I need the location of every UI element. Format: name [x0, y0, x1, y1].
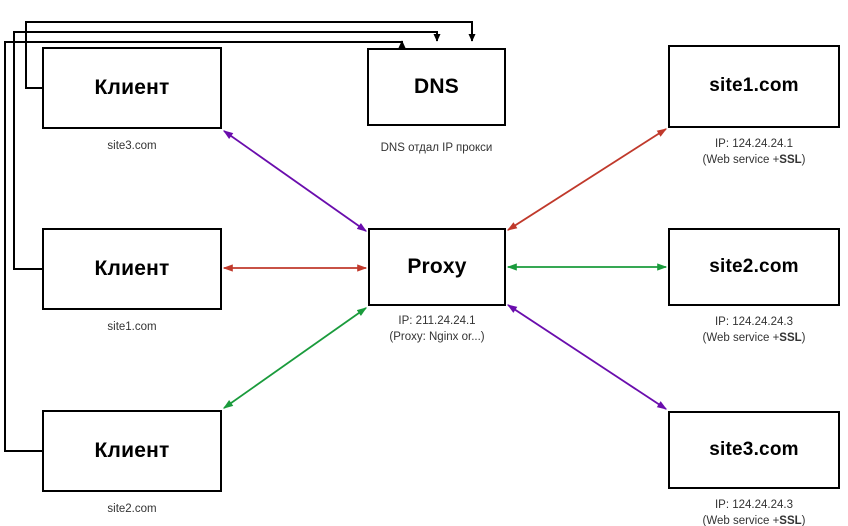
- caption-client-site2-text: site2.com: [107, 503, 157, 515]
- caption-site3-service-prefix: (Web service +: [702, 514, 780, 526]
- node-client-site2[interactable]: Клиент: [42, 410, 222, 492]
- node-dns[interactable]: DNS: [367, 48, 506, 126]
- caption-site3-service-ssl: SSL: [779, 514, 802, 526]
- caption-site1-service-suffix: ): [801, 153, 806, 166]
- node-client-site3[interactable]: Клиент: [42, 47, 222, 129]
- node-client-site1-label: Клиент: [94, 257, 170, 281]
- caption-site3-service: (Web service +SSL): [654, 514, 848, 526]
- caption-proxy-software: (Proxy: Nginx or...): [389, 330, 485, 343]
- caption-site3-service-suffix: ): [801, 514, 806, 526]
- node-site2-label: site2.com: [709, 255, 799, 277]
- caption-site1-ip: IP: 124.24.24.1: [714, 138, 793, 150]
- caption-dns: DNS отдал IP прокси: [317, 141, 556, 157]
- caption-site3-ip: IP: 124.24.24.3: [714, 499, 793, 511]
- caption-site1-service-ssl: SSL: [779, 153, 802, 166]
- caption-client-site2: site2.com: [42, 502, 222, 518]
- caption-client-site3: site3.com: [42, 139, 222, 155]
- caption-client-site1-text: site1.com: [107, 321, 157, 333]
- node-site1-label: site1.com: [709, 75, 799, 97]
- wire-client-site2-to-dns: [4, 40, 406, 452]
- caption-site2: IP: 124.24.24.3 (Web service +SSL): [654, 315, 848, 346]
- caption-site2-service-prefix: (Web service +: [702, 331, 780, 344]
- node-site3[interactable]: site3.com: [668, 411, 840, 489]
- caption-site2-service-ssl: SSL: [779, 331, 802, 344]
- caption-site2-service-suffix: ): [801, 331, 806, 344]
- caption-site2-service: (Web service +SSL): [654, 331, 848, 347]
- caption-site3: IP: 124.24.24.3 (Web service +SSL): [654, 498, 848, 526]
- node-client-site3-label: Клиент: [94, 76, 170, 100]
- caption-proxy: IP: 211.24.24.1 (Proxy: Nginx or...): [338, 314, 536, 345]
- wire-proxy-site3: [506, 304, 668, 410]
- caption-dns-text: DNS отдал IP прокси: [380, 142, 493, 154]
- node-site2[interactable]: site2.com: [668, 228, 840, 306]
- wire-proxy-site1: [506, 128, 668, 231]
- node-site1[interactable]: site1.com: [668, 45, 840, 128]
- wire-client-site1-to-dns: [13, 31, 441, 270]
- wire-client-site3-proxy: [223, 130, 367, 232]
- caption-site1-service: (Web service +SSL): [654, 153, 848, 169]
- node-client-site1[interactable]: Клиент: [42, 228, 222, 310]
- caption-site2-ip: IP: 124.24.24.3: [714, 316, 793, 328]
- caption-client-site1: site1.com: [42, 320, 222, 336]
- caption-site1-service-prefix: (Web service +: [702, 153, 780, 166]
- wire-client-site2-proxy: [223, 307, 367, 409]
- wire-client-site3-to-dns: [25, 21, 476, 89]
- caption-site1: IP: 124.24.24.1 (Web service +SSL): [654, 137, 848, 168]
- caption-client-site3-text: site3.com: [107, 140, 157, 152]
- node-proxy[interactable]: Proxy: [368, 228, 506, 306]
- node-site3-label: site3.com: [709, 438, 799, 460]
- node-proxy-label: Proxy: [407, 255, 467, 279]
- node-dns-label: DNS: [414, 75, 459, 99]
- caption-proxy-ip: IP: 211.24.24.1: [398, 315, 476, 327]
- node-client-site2-label: Клиент: [94, 439, 170, 463]
